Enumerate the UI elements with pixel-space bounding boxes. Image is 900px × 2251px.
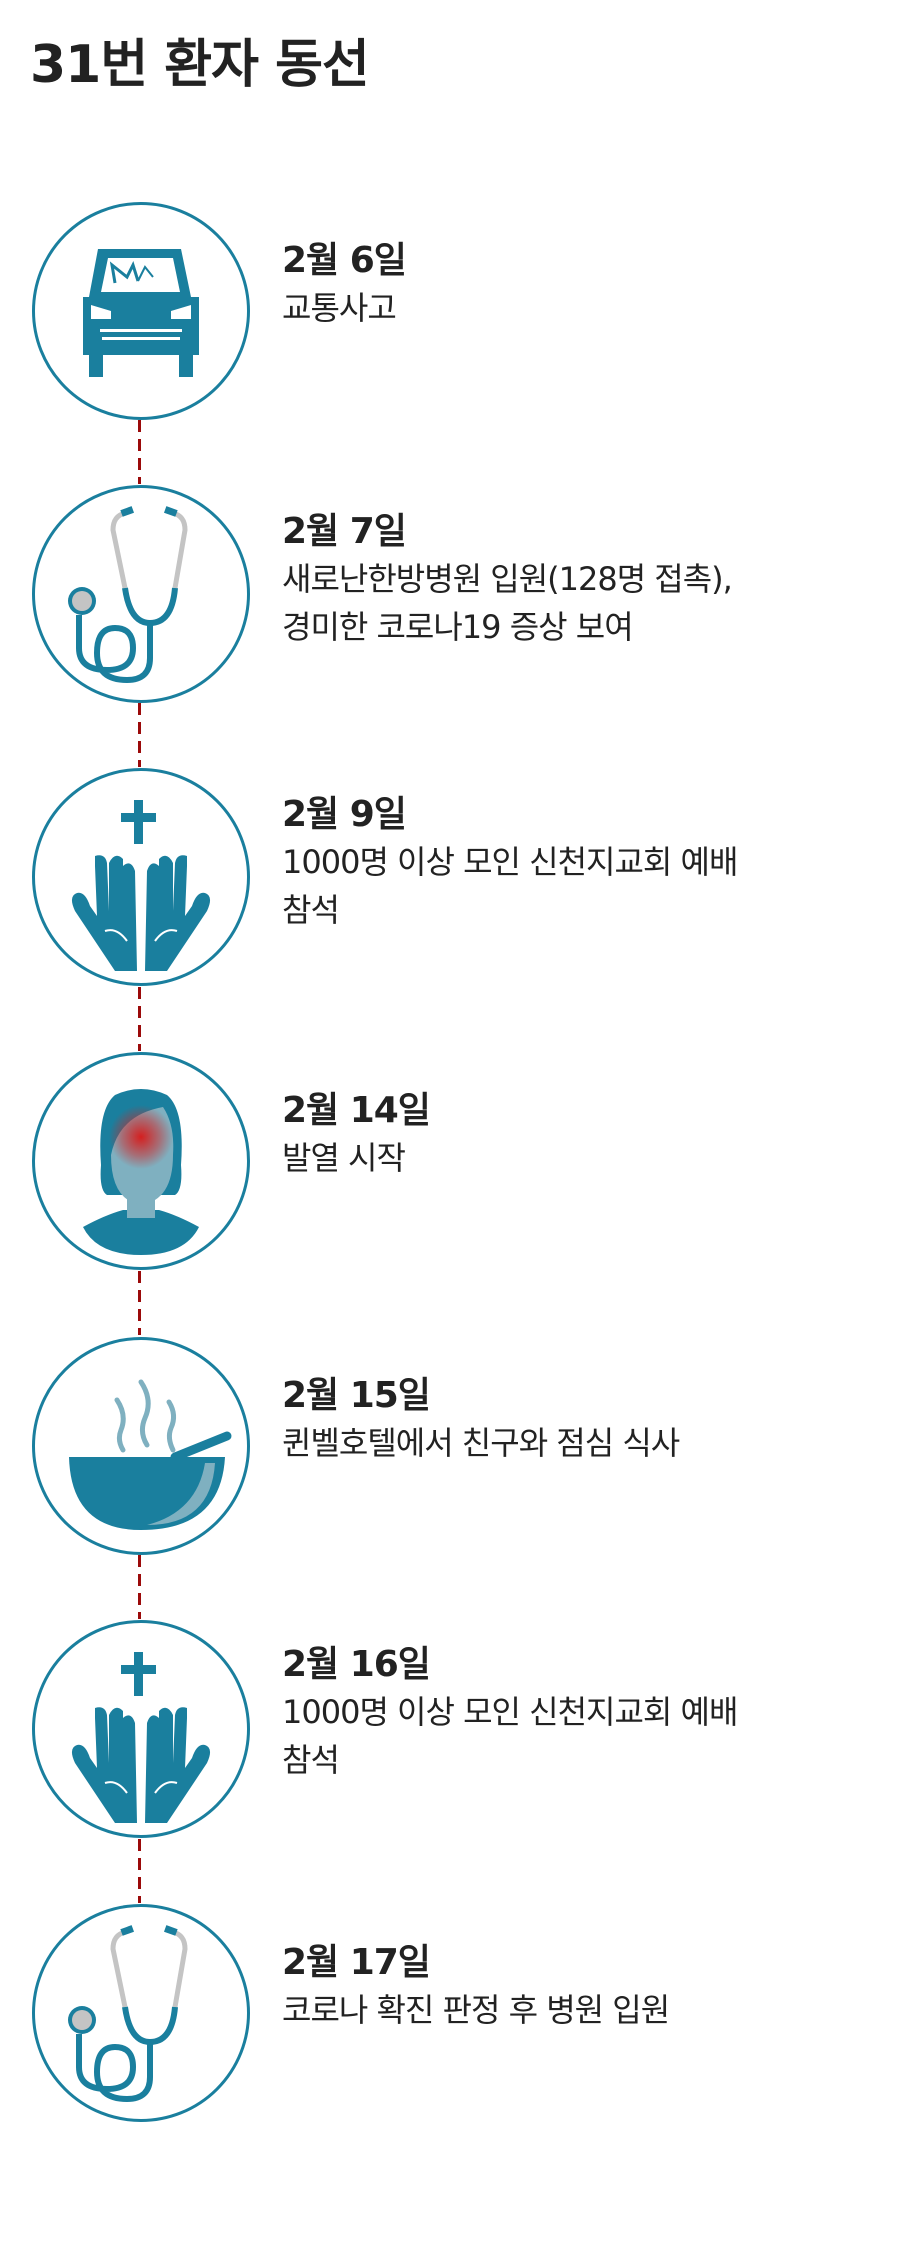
timeline-event: 2월 15일 퀸벨호텔에서 친구와 점심 식사 <box>0 1337 900 1555</box>
event-description: 교통사고 <box>282 289 397 327</box>
event-description-line: 1000명 이상 모인 신천지교회 예배 <box>282 1693 738 1731</box>
car-crash-icon <box>83 249 199 377</box>
soup-bowl-icon <box>69 1379 232 1530</box>
timeline-event: 2월 9일 1000명 이상 모인 신천지교회 예배 참석 <box>0 768 900 986</box>
timeline-connector <box>138 703 141 767</box>
event-icon-circle <box>32 202 250 420</box>
event-date: 2월 17일 <box>282 1942 431 1983</box>
event-text: 2월 15일 퀸벨호텔에서 친구와 점심 식사 <box>282 1365 882 1475</box>
event-date: 2월 16일 <box>282 1644 431 1685</box>
event-icon-circle <box>32 1052 250 1270</box>
event-date: 2월 6일 <box>282 240 407 281</box>
timeline-connector <box>138 1271 141 1335</box>
event-icon-circle <box>32 768 250 986</box>
event-text: 2월 7일 새로난한방병원 입원(128명 접촉), 경미한 코로나19 증상 … <box>282 505 882 655</box>
praying-hands-cross-icon <box>71 800 211 971</box>
event-text: 2월 6일 교통사고 <box>282 230 882 340</box>
timeline-event: 2월 6일 교통사고 <box>0 202 900 420</box>
event-icon-circle <box>32 1337 250 1555</box>
timeline-event: 2월 17일 코로나 확진 판정 후 병원 입원 <box>0 1904 900 2122</box>
timeline-connector <box>138 420 141 484</box>
event-date: 2월 14일 <box>282 1090 431 1131</box>
page-title: 31번 환자 동선 <box>30 35 370 95</box>
fever-person-icon <box>83 1089 199 1255</box>
event-text: 2월 14일 발열 시작 <box>282 1080 882 1190</box>
event-date: 2월 9일 <box>282 794 407 835</box>
event-description-line: 참석 <box>282 891 340 929</box>
event-description-line: 새로난한방병원 입원(128명 접촉), <box>282 560 733 598</box>
timeline-event: 2월 7일 새로난한방병원 입원(128명 접촉), 경미한 코로나19 증상 … <box>0 485 900 703</box>
event-text: 2월 17일 코로나 확진 판정 후 병원 입원 <box>282 1932 882 2042</box>
event-description-line: 1000명 이상 모인 신천지교회 예배 <box>282 843 738 881</box>
event-text: 2월 16일 1000명 이상 모인 신천지교회 예배 참석 <box>282 1638 882 1788</box>
event-icon-circle <box>32 485 250 703</box>
timeline-event: 2월 14일 발열 시작 <box>0 1052 900 1270</box>
stethoscope-icon <box>68 506 188 684</box>
event-date: 2월 15일 <box>282 1375 431 1416</box>
stethoscope-icon <box>68 1925 188 2103</box>
timeline-event: 2월 16일 1000명 이상 모인 신천지교회 예배 참석 <box>0 1620 900 1838</box>
event-icon-circle <box>32 1620 250 1838</box>
praying-hands-cross-icon <box>71 1652 211 1823</box>
event-date: 2월 7일 <box>282 511 407 552</box>
event-description-line: 참석 <box>282 1741 340 1779</box>
event-text: 2월 9일 1000명 이상 모인 신천지교회 예배 참석 <box>282 788 882 938</box>
event-description-line: 경미한 코로나19 증상 보여 <box>282 608 634 646</box>
timeline-connector <box>138 1555 141 1619</box>
event-description: 퀸벨호텔에서 친구와 점심 식사 <box>282 1424 680 1462</box>
event-description: 발열 시작 <box>282 1139 406 1177</box>
event-icon-circle <box>32 1904 250 2122</box>
timeline-connector <box>138 987 141 1051</box>
timeline-connector <box>138 1839 141 1903</box>
event-description: 코로나 확진 판정 후 병원 입원 <box>282 1991 670 2029</box>
